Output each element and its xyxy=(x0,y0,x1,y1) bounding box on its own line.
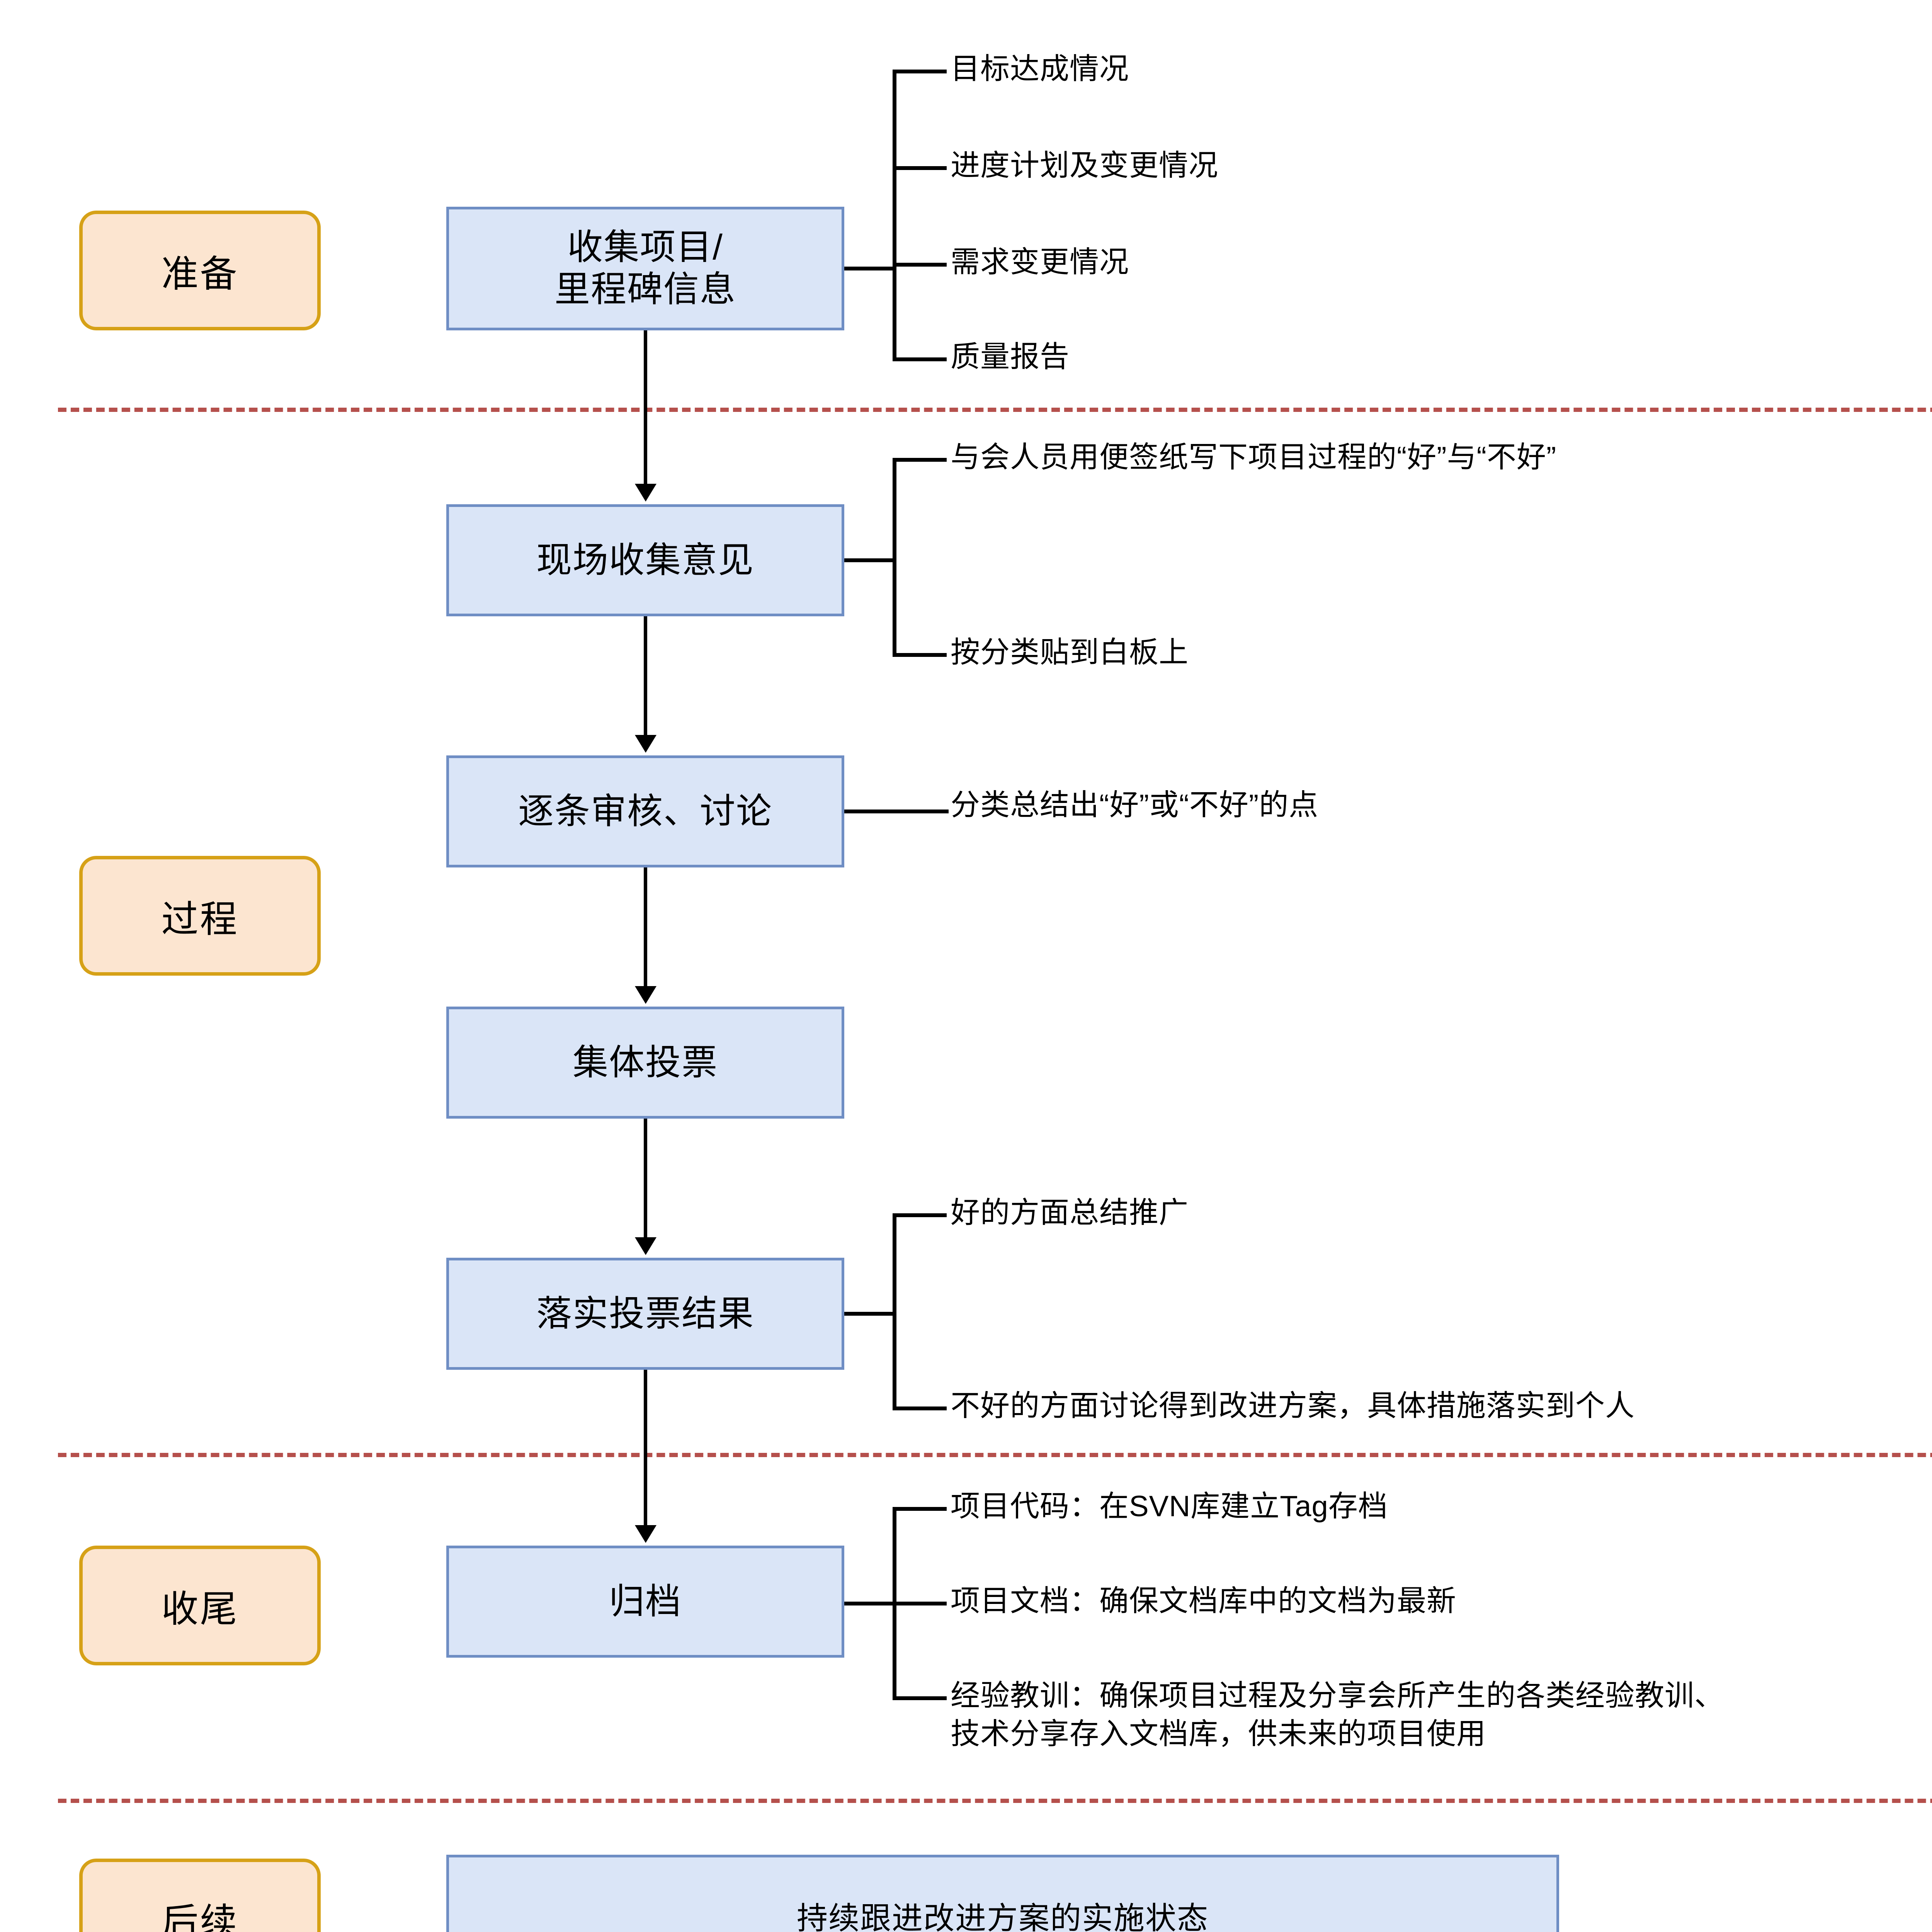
bracket-stub-1 xyxy=(893,458,947,462)
branch-label-onsite-opinions-1: 与会人员用便签纸写下项目过程的“好”与“不好” xyxy=(951,441,1557,474)
process-box-onsite-opinions[interactable]: 现场收集意见 xyxy=(446,504,844,616)
bracket-spine xyxy=(893,458,896,655)
bracket-stub-1 xyxy=(893,70,947,73)
process-box-collective-vote-label: 集体投票 xyxy=(572,1043,718,1082)
bracket-stub-3 xyxy=(893,1696,947,1700)
bracket-archive xyxy=(893,1507,947,1700)
stage-label-closing-text: 收尾 xyxy=(161,1588,239,1630)
phase-divider-process-closing xyxy=(58,1453,1932,1457)
stage-label-prepare[interactable]: 准备 xyxy=(79,211,321,330)
process-box-collect-info-label: 收集项目/ 里程碑信息 xyxy=(554,228,736,309)
flow-arrow-3-head xyxy=(635,986,656,1004)
bracket-onsite-opinions xyxy=(893,458,947,657)
phase-divider-closing-followup xyxy=(58,1799,1932,1803)
bracket-inlet-implement-results xyxy=(844,1312,895,1316)
bracket-spine xyxy=(893,70,896,359)
flow-arrow-1 xyxy=(644,330,647,485)
flow-arrow-5-head xyxy=(635,1525,656,1543)
bracket-inlet-onsite-opinions xyxy=(844,558,895,562)
process-box-archive-label: 归档 xyxy=(609,1582,682,1621)
bracket-stub-1 xyxy=(893,1213,947,1217)
flow-arrow-5 xyxy=(644,1370,647,1526)
branch-label-archive-3: 经验教训：确保项目过程及分享会所产生的各类经验教训、 技术分享存入文档库，供未来… xyxy=(951,1679,1724,1750)
flow-arrow-2 xyxy=(644,616,647,736)
flow-arrow-4-head xyxy=(635,1237,656,1255)
bracket-stub-2 xyxy=(893,166,947,170)
process-box-review-discuss-label: 逐条审核、讨论 xyxy=(518,791,772,831)
branch-label-archive-1: 项目代码：在SVN库建立Tag存档 xyxy=(951,1490,1388,1523)
process-box-implement-results-label: 落实投票结果 xyxy=(536,1294,754,1333)
bracket-collect-info xyxy=(893,70,947,361)
bracket-inlet-archive xyxy=(844,1602,895,1605)
bracket-inlet-collect-info xyxy=(844,267,895,270)
flow-arrow-2-head xyxy=(635,735,656,753)
process-box-followup-tracking-label: 持续跟进改进方案的实施状态 xyxy=(797,1901,1209,1932)
flow-arrow-4 xyxy=(644,1119,647,1238)
stage-label-followup[interactable]: 后续 xyxy=(79,1859,321,1932)
stage-label-process-text: 过程 xyxy=(161,898,239,940)
bracket-spine xyxy=(893,1213,896,1408)
bracket-stub-2 xyxy=(893,1406,947,1410)
bracket-stub-3 xyxy=(893,263,947,267)
bracket-inlet-review-discuss xyxy=(844,810,949,813)
branch-label-collect-info-4: 质量报告 xyxy=(951,340,1070,373)
branch-label-archive-2: 项目文档：确保文档库中的文档为最新 xyxy=(951,1585,1456,1617)
process-box-collective-vote[interactable]: 集体投票 xyxy=(446,1007,844,1119)
branch-label-review-discuss-1: 分类总结出“好”或“不好”的点 xyxy=(951,789,1319,821)
stage-label-prepare-text: 准备 xyxy=(161,253,239,295)
bracket-stub-1 xyxy=(893,1507,947,1511)
bracket-stub-2 xyxy=(893,1602,947,1605)
flow-arrow-3 xyxy=(644,867,647,987)
process-box-review-discuss[interactable]: 逐条审核、讨论 xyxy=(446,755,844,867)
stage-label-followup-text: 后续 xyxy=(161,1901,239,1932)
branch-label-collect-info-1: 目标达成情况 xyxy=(951,53,1129,85)
branch-label-collect-info-2: 进度计划及变更情况 xyxy=(951,149,1218,182)
stage-label-process[interactable]: 过程 xyxy=(79,856,321,976)
branch-label-collect-info-3: 需求变更情况 xyxy=(951,246,1129,279)
process-box-collect-info[interactable]: 收集项目/ 里程碑信息 xyxy=(446,207,844,330)
stage-label-closing[interactable]: 收尾 xyxy=(79,1546,321,1665)
flow-arrow-1-head xyxy=(635,484,656,502)
process-box-onsite-opinions-label: 现场收集意见 xyxy=(536,540,754,580)
process-box-followup-tracking[interactable]: 持续跟进改进方案的实施状态 xyxy=(446,1855,1559,1932)
branch-label-implement-results-1: 好的方面总结推广 xyxy=(951,1196,1189,1229)
branch-label-onsite-opinions-2: 按分类贴到白板上 xyxy=(951,636,1189,669)
process-box-implement-results[interactable]: 落实投票结果 xyxy=(446,1258,844,1370)
phase-divider-prepare-process xyxy=(58,408,1932,412)
bracket-stub-4 xyxy=(893,357,947,361)
bracket-stub-2 xyxy=(893,653,947,657)
bracket-implement-results xyxy=(893,1213,947,1410)
branch-label-implement-results-2: 不好的方面讨论得到改进方案，具体措施落实到个人 xyxy=(951,1389,1635,1422)
process-box-archive[interactable]: 归档 xyxy=(446,1546,844,1658)
